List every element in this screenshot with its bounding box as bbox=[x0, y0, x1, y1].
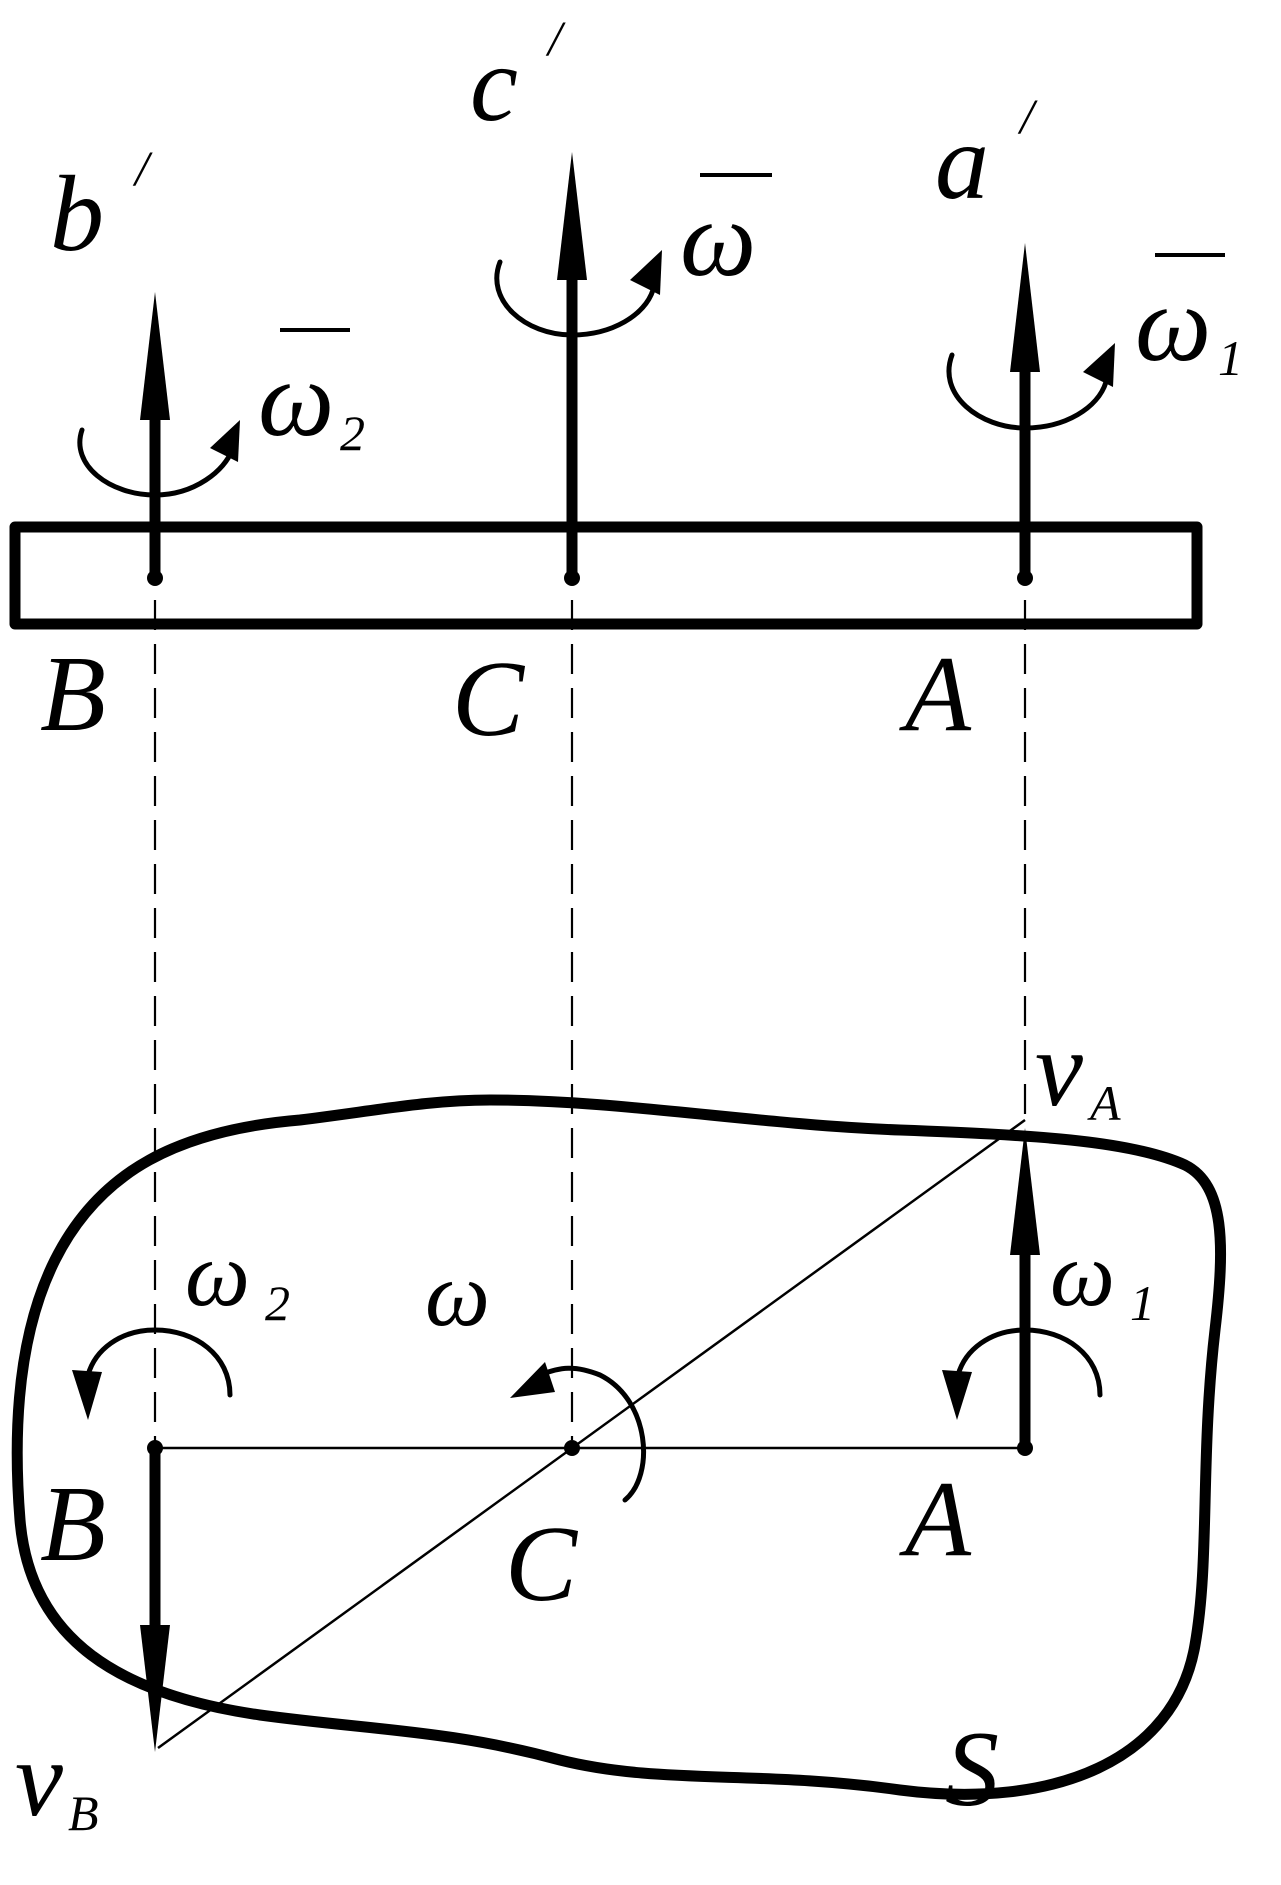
axis-b-prime: / bbox=[132, 140, 153, 196]
point-c-label: C bbox=[452, 640, 526, 759]
point-b-label: B bbox=[40, 635, 106, 754]
velocity-a-sub: A bbox=[1087, 1075, 1121, 1131]
upper-view: b / c / a / ω ω 1 ω 2 B C A bbox=[9, 10, 1243, 1615]
omega-1-rotation-arrow-lower bbox=[942, 1327, 1103, 1420]
velocity-b-arrow bbox=[140, 1442, 170, 1752]
omega-label: ω bbox=[680, 180, 756, 299]
plane-s-label: S bbox=[945, 1710, 999, 1829]
point-b-label-lower: B bbox=[40, 1465, 106, 1584]
velocity-b-sub: B bbox=[68, 1785, 99, 1841]
axis-b-label: b bbox=[50, 155, 104, 274]
line-vb-va bbox=[157, 1118, 1026, 1750]
axis-a-arrow bbox=[1010, 243, 1040, 586]
omega-1-label: ω bbox=[1135, 265, 1211, 384]
velocity-a-label: v bbox=[1035, 1010, 1083, 1129]
plane-s-outline bbox=[11, 1094, 1227, 1800]
omega-2-sub: 2 bbox=[340, 405, 365, 461]
velocity-a-arrow bbox=[1010, 1128, 1040, 1454]
omega-1-rotation-arrow bbox=[946, 343, 1115, 431]
rigid-bar bbox=[9, 521, 1203, 630]
omega-label-lower: ω bbox=[425, 1243, 490, 1345]
omega-1-label-lower: ω bbox=[1050, 1223, 1115, 1325]
axis-b-arrow bbox=[140, 292, 170, 586]
omega-2-rotation-arrow bbox=[77, 420, 240, 498]
axis-a-label: a bbox=[935, 103, 989, 222]
omega-1-sub: 1 bbox=[1218, 330, 1243, 386]
omega-2-label-lower: ω bbox=[185, 1223, 250, 1325]
point-a-label: A bbox=[899, 635, 972, 754]
axis-c-prime: / bbox=[545, 10, 566, 66]
omega-rotation-arrow-lower bbox=[510, 1362, 646, 1503]
omega-1-sub-lower: 1 bbox=[1130, 1275, 1155, 1331]
axis-c-label: c bbox=[470, 25, 518, 144]
omega-2-rotation-arrow-lower bbox=[72, 1327, 233, 1420]
lower-view: ω 2 ω ω 1 B C A v A v B S bbox=[11, 1010, 1227, 1841]
point-c bbox=[564, 1440, 580, 1456]
velocity-b-label: v bbox=[15, 1720, 63, 1839]
omega-2-label: ω bbox=[258, 340, 334, 459]
point-c-label-lower: C bbox=[505, 1505, 579, 1624]
axis-c-arrow bbox=[557, 152, 587, 586]
axis-a-prime: / bbox=[1017, 88, 1038, 144]
omega-2-sub-lower: 2 bbox=[265, 1275, 290, 1331]
point-a-label-lower: A bbox=[899, 1460, 972, 1579]
omega-rotation-arrow bbox=[494, 250, 662, 338]
